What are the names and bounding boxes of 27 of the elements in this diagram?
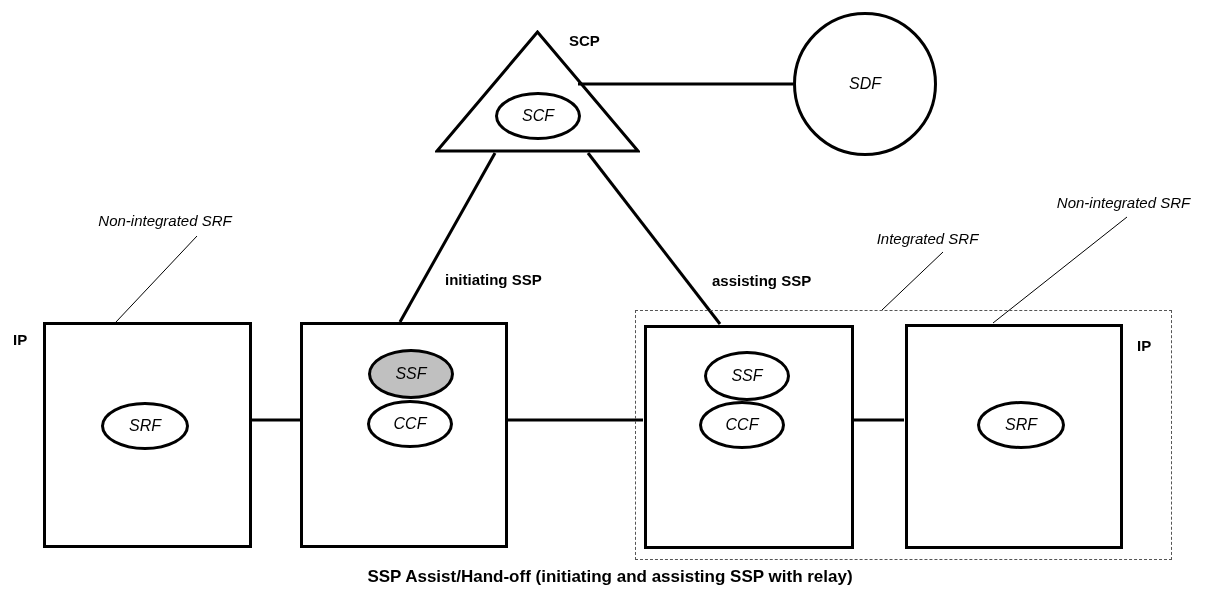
node-heading: initiating SSP	[445, 270, 542, 290]
node-heading: IP	[1137, 336, 1152, 356]
function-ellipse: SRF	[101, 402, 189, 450]
circle-node: SDF	[793, 12, 937, 156]
function-ellipse: CCF	[367, 400, 453, 448]
callout-label: Integrated SRF	[840, 226, 1015, 252]
function-ellipse: SSF	[704, 351, 790, 401]
diagram-caption: SSP Assist/Hand-off (initiating and assisting SSP with relay)	[366, 566, 854, 588]
callout-label: Non-integrated SRF	[1030, 190, 1217, 216]
function-ellipse: CCF	[699, 401, 785, 449]
node-heading: IP	[13, 330, 28, 350]
connector-line	[578, 82, 793, 86]
connector-line	[586, 152, 722, 325]
node-heading: SCP	[569, 31, 600, 51]
connector-line	[252, 418, 300, 422]
function-ellipse: SSF	[368, 349, 454, 399]
connector-line	[508, 418, 643, 422]
function-ellipse: SCF	[495, 92, 581, 140]
function-ellipse: SRF	[977, 401, 1065, 449]
connector-line	[853, 418, 904, 422]
callout-label: Non-integrated SRF	[60, 208, 270, 234]
connector-line	[398, 152, 497, 323]
node-heading: assisting SSP	[712, 271, 812, 291]
leader-line	[881, 251, 944, 311]
triangle-shape	[435, 30, 640, 153]
leader-line	[992, 216, 1128, 324]
leader-line	[115, 235, 198, 323]
